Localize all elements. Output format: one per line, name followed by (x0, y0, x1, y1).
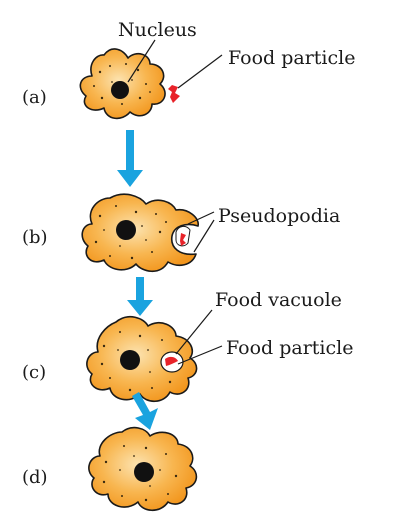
pseudopodia-leader-1 (187, 211, 215, 225)
stage-c: (c) Food vacuole Food particle (22, 289, 353, 403)
step-label-b: (b) (22, 227, 48, 248)
nucleus-d (134, 462, 154, 482)
nucleus-c (120, 350, 140, 370)
cytoplasm-dots-b (94, 205, 167, 260)
amoeba-b (81, 193, 199, 273)
cytoplasm-dots-c (100, 331, 172, 392)
nucleus-b (116, 220, 136, 240)
food-particle-b (180, 233, 186, 246)
nucleus-a (111, 81, 129, 99)
cytoplasm-dots-a (93, 63, 151, 105)
food-vacuole-label: Food vacuole (215, 289, 342, 311)
food-particle-leader-c (177, 345, 223, 365)
food-vacuole-leader (175, 309, 213, 355)
step-label-c: (c) (22, 362, 46, 383)
nucleus-label: Nucleus (118, 19, 197, 41)
food-particle-a (168, 85, 180, 103)
arrow-b-to-c (127, 277, 153, 316)
pseudopodia-label: Pseudopodia (218, 205, 340, 227)
food-particle-label-c: Food particle (226, 337, 353, 359)
step-label-a: (a) (22, 87, 47, 108)
pseudopodia-leader-2 (193, 219, 215, 253)
step-label-d: (d) (22, 467, 48, 488)
nucleus-leader (127, 39, 156, 83)
cytoplasm-dots-d (102, 445, 178, 502)
arrow-c-to-d (132, 392, 158, 430)
food-particle-c (165, 356, 178, 366)
amoeba-c (86, 315, 198, 403)
stage-b: (b) Pseudopodia (22, 193, 340, 273)
arrow-a-to-b (117, 130, 143, 187)
food-particle-label-a: Food particle (228, 47, 355, 69)
food-particle-leader-a (177, 54, 223, 89)
stage-a: (a) Nucleus Food particle (22, 19, 355, 120)
stage-d: (d) (22, 426, 198, 512)
